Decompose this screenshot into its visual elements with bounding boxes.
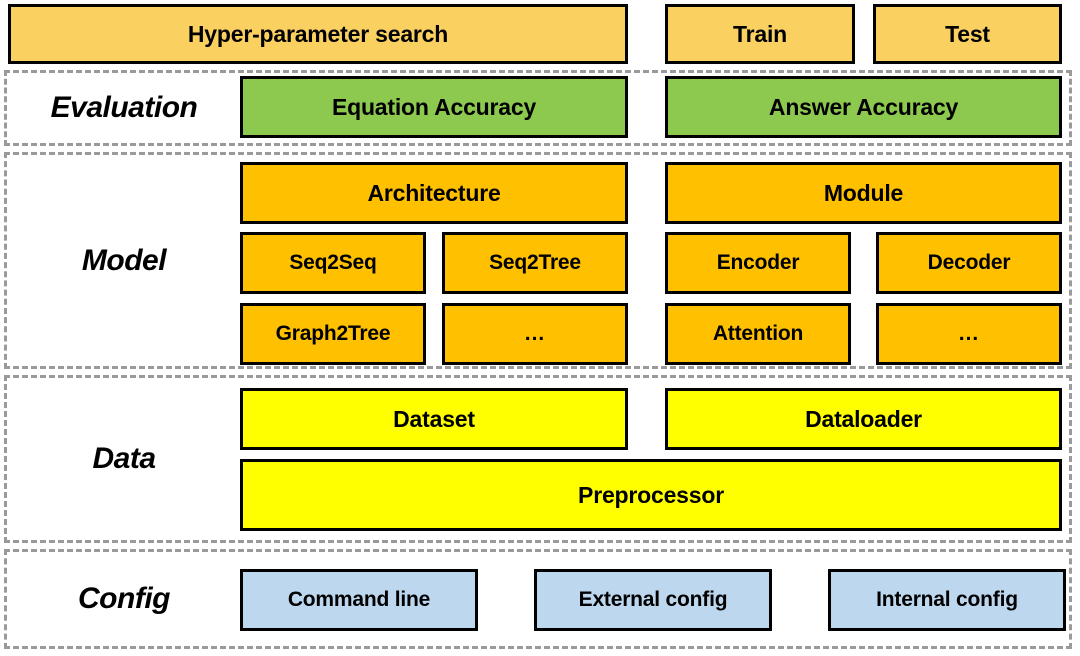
- data-section-frame: [4, 375, 1072, 543]
- section-label-data: Data: [92, 442, 156, 475]
- section-label-model: Model: [81, 243, 167, 277]
- config-box-command-line[interactable]: Command line: [240, 569, 478, 631]
- model-section-frame: [4, 152, 1072, 369]
- section-label-config: Config: [78, 582, 170, 615]
- pipeline-box-hyper-parameter-search[interactable]: Hyper-parameter search: [8, 4, 628, 64]
- model-box-graph2tree[interactable]: Graph2Tree: [240, 303, 426, 365]
- model-box-attention[interactable]: Attention: [665, 303, 851, 365]
- model-box-seq2seq[interactable]: Seq2Seq: [240, 232, 426, 294]
- data-box-dataset[interactable]: Dataset: [240, 388, 628, 450]
- pipeline-box-train[interactable]: Train: [665, 4, 855, 64]
- config-box-internal-config[interactable]: Internal config: [828, 569, 1066, 631]
- config-section-frame: [4, 549, 1072, 649]
- config-box-external-config[interactable]: External config: [534, 569, 772, 631]
- pipeline-box-test[interactable]: Test: [873, 4, 1062, 64]
- evaluation-box-answer-accuracy[interactable]: Answer Accuracy: [665, 76, 1062, 138]
- model-header-module[interactable]: Module: [665, 162, 1062, 224]
- model-box-seq2tree[interactable]: Seq2Tree: [442, 232, 628, 294]
- model-box-architecture-more[interactable]: ...: [442, 303, 628, 365]
- model-box-decoder[interactable]: Decoder: [876, 232, 1062, 294]
- model-box-module-more[interactable]: ...: [876, 303, 1062, 365]
- evaluation-box-equation-accuracy[interactable]: Equation Accuracy: [240, 76, 628, 138]
- data-box-dataloader[interactable]: Dataloader: [665, 388, 1062, 450]
- evaluation-section-frame: [4, 70, 1072, 146]
- model-header-architecture[interactable]: Architecture: [240, 162, 628, 224]
- data-box-preprocessor[interactable]: Preprocessor: [240, 459, 1062, 531]
- model-box-encoder[interactable]: Encoder: [665, 232, 851, 294]
- section-label-evaluation: Evaluation: [50, 91, 198, 124]
